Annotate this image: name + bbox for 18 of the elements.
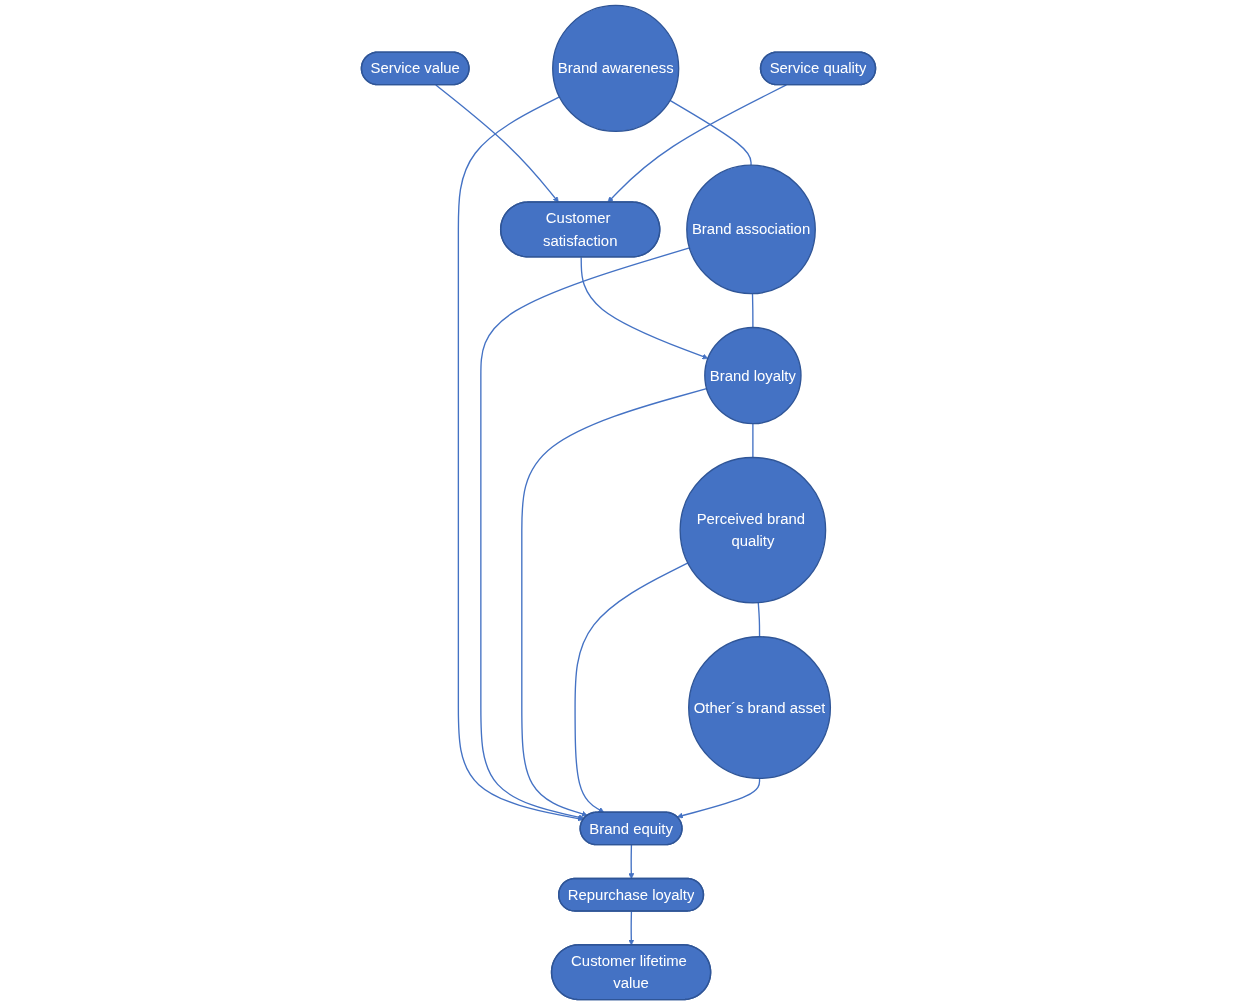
arrow <box>580 256 709 360</box>
node-circle: Perceived brand quality <box>679 456 827 604</box>
connector <box>669 99 752 166</box>
arrow <box>628 844 635 880</box>
arrow <box>521 387 708 817</box>
node-circle: Other´s brand asset <box>688 636 832 780</box>
connector <box>757 602 761 638</box>
arrow <box>628 910 635 946</box>
arrow <box>480 247 691 821</box>
arrow <box>676 777 761 819</box>
node-circle: Brand association <box>686 164 816 295</box>
arrow <box>574 562 689 813</box>
node-circle: Brand loyalty <box>704 326 802 425</box>
arrow <box>435 84 559 203</box>
connector <box>752 422 754 459</box>
arrow <box>607 84 788 203</box>
connector <box>751 292 754 329</box>
node-circle: Brand awareness <box>552 4 680 133</box>
